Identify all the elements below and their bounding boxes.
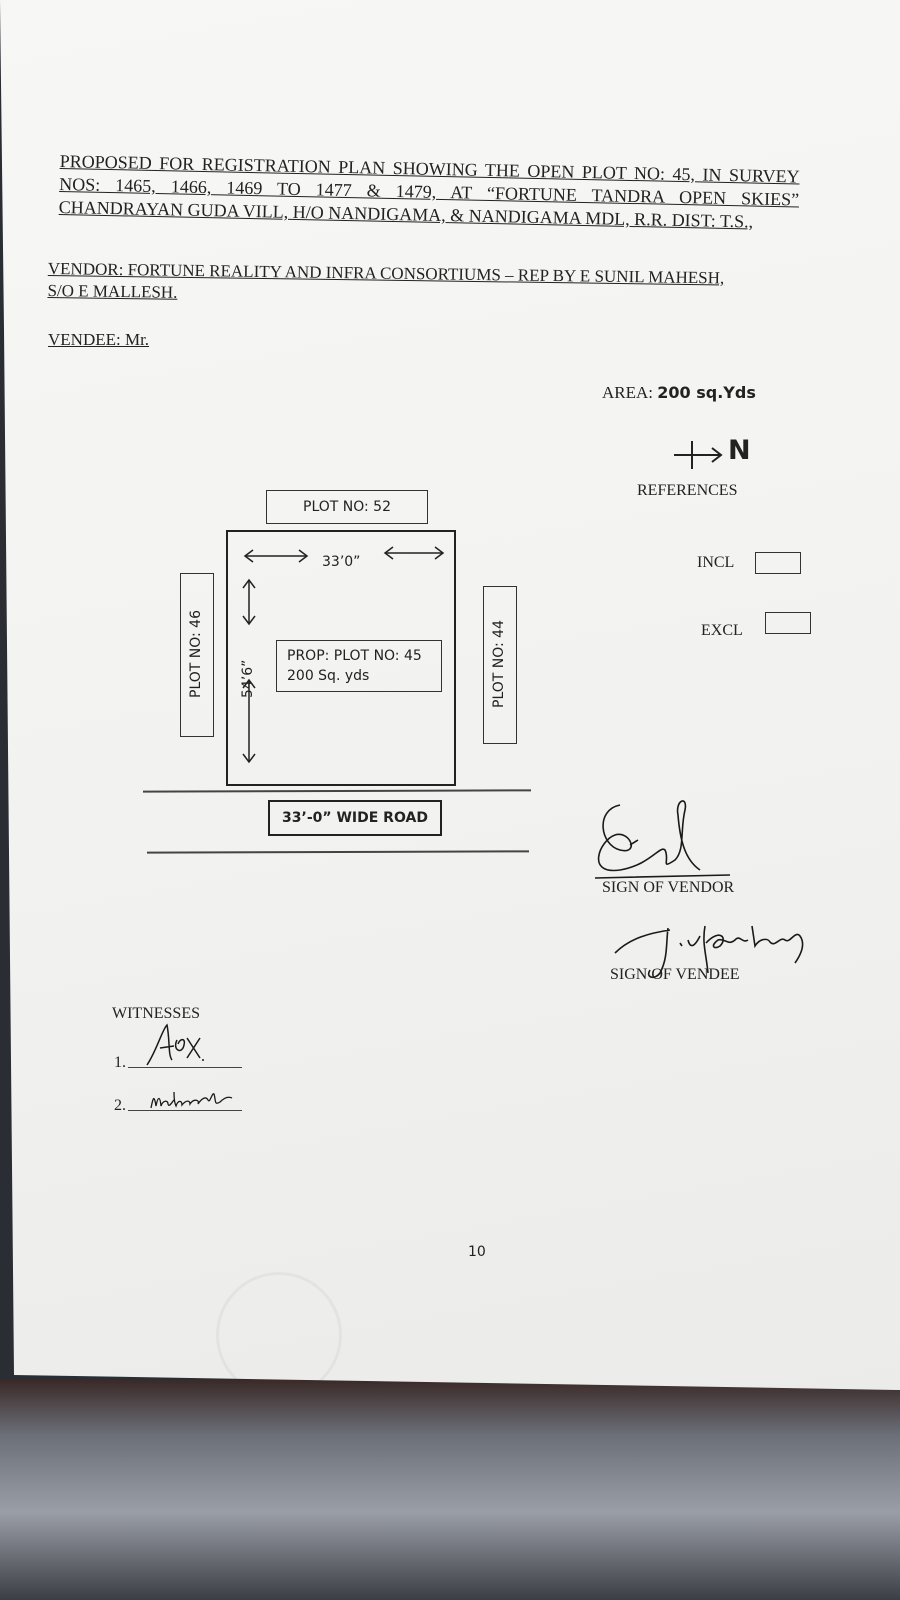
area-label: AREA: [602, 383, 653, 402]
proposed-plot-label: PROP: PLOT NO: 45 200 Sq. yds [276, 640, 442, 692]
plot-45-outline [226, 530, 456, 786]
north-plot-label: PLOT NO: 52 [266, 490, 428, 524]
document-page: PROPOSED FOR REGISTRATION PLAN SHOWING T… [0, 0, 900, 1390]
witness-1-signature [146, 1023, 204, 1066]
excl-label: EXCL [701, 622, 743, 639]
proposed-plot-area: 200 Sq. yds [287, 668, 370, 684]
width-dimension: 33’0” [322, 554, 361, 570]
vendee-line: VENDEE: Mr. [48, 330, 150, 349]
vendor-line: VENDOR: FORTUNE REALITY AND INFRA CONSOR… [47, 258, 725, 302]
north-arrow: N [670, 435, 760, 475]
east-plot-box: PLOT NO: 44 [483, 586, 517, 744]
witnesses-title: WITNESSES [112, 1005, 200, 1022]
vendor-sign-label: SIGN OF VENDOR [602, 879, 735, 896]
road-label: 33’-0” WIDE ROAD [268, 800, 442, 836]
faint-seal-mark [216, 1272, 342, 1390]
vendee-signature [614, 925, 804, 979]
incl-checkbox [755, 552, 801, 574]
area-statement: AREA: 200 sq.Yds [602, 383, 756, 403]
incl-label: INCL [697, 554, 735, 571]
area-value: 200 sq.Yds [657, 383, 756, 402]
document-heading: PROPOSED FOR REGISTRATION PLAN SHOWING T… [58, 150, 800, 232]
witness-2-number: 2. [114, 1097, 126, 1114]
depth-dimension: 54’6” [240, 659, 256, 698]
north-label: N [728, 435, 751, 466]
west-plot-box: PLOT NO: 46 [180, 573, 214, 737]
road-edge-top [142, 789, 532, 793]
vendee-sign-label: SIGN OF VENDEE [610, 966, 740, 983]
references-title: REFERENCES [637, 482, 738, 499]
witness-2-line [128, 1110, 242, 1111]
excl-checkbox [765, 612, 811, 634]
page-number: 10 [468, 1244, 486, 1260]
road-edge-bottom [146, 850, 530, 854]
witness-1-number: 1. [114, 1054, 126, 1071]
east-plot-label: PLOT NO: 44 [491, 620, 507, 708]
desk-background [0, 1380, 900, 1600]
dimension-arrows [242, 546, 445, 764]
proposed-plot-number: PROP: PLOT NO: 45 [287, 648, 422, 664]
witness-2-signature [150, 1091, 233, 1109]
vendor-signature [594, 800, 731, 879]
west-plot-label: PLOT NO: 46 [188, 610, 204, 698]
north-arrow-icon [674, 441, 723, 469]
witness-1-line [128, 1067, 242, 1068]
